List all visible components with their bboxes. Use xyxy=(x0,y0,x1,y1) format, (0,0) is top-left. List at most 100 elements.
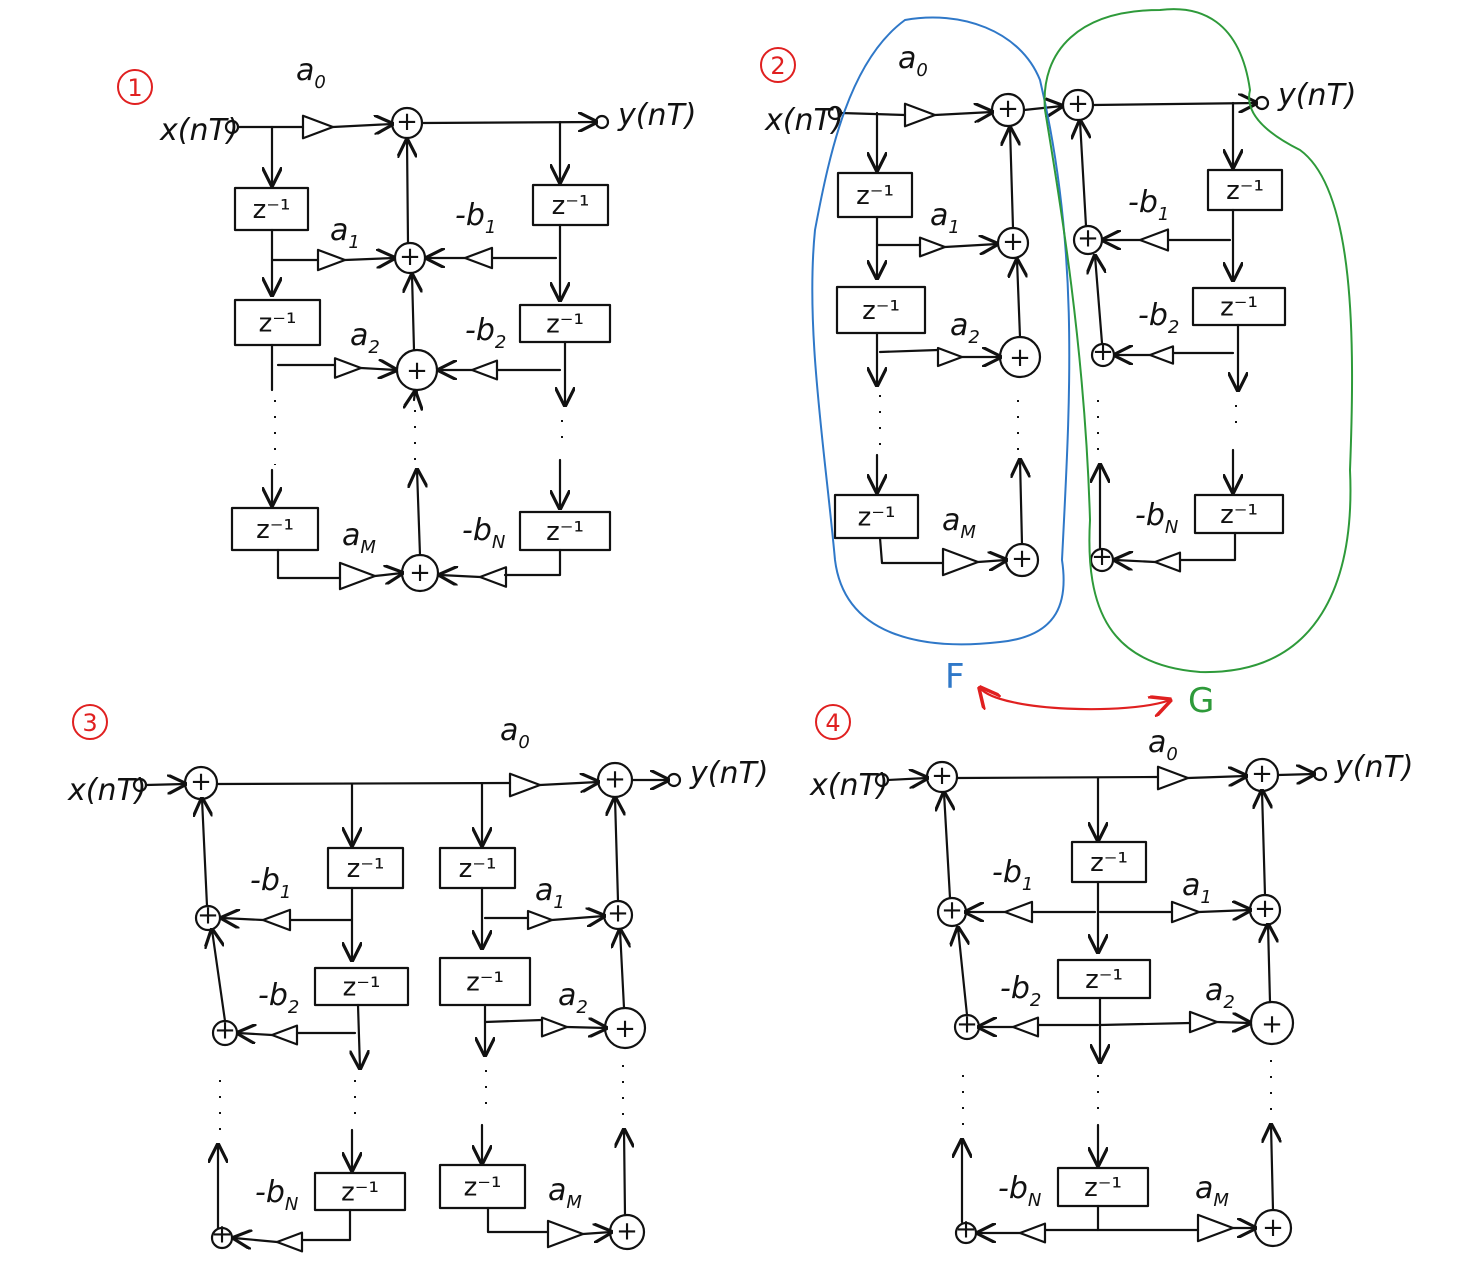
signal-wire xyxy=(620,930,624,1010)
adder-circle xyxy=(1249,1000,1295,1046)
coef-symbol: a xyxy=(296,53,314,88)
signal-wire xyxy=(1017,260,1020,339)
terminal xyxy=(1312,766,1328,782)
adder-node: + xyxy=(602,898,634,931)
delay-label: z⁻¹ xyxy=(1220,500,1258,530)
adder-node: + xyxy=(1244,757,1280,793)
output-label: y(nT) xyxy=(1334,750,1414,785)
delay-box xyxy=(438,1163,527,1210)
coef-b2: -b2 xyxy=(1000,971,1041,1011)
adder-plus: + xyxy=(214,1015,236,1045)
delay-label: z⁻¹ xyxy=(253,195,291,225)
signal-wire xyxy=(944,793,950,900)
adder-node: + xyxy=(998,335,1042,379)
signal-wire xyxy=(483,1018,544,1024)
panel-number-circle xyxy=(760,47,796,83)
coef-subscript: 2 xyxy=(495,332,506,353)
coef-subscript: N xyxy=(492,532,505,553)
terminal xyxy=(666,772,682,788)
signal-wire xyxy=(503,548,562,577)
adder-plus: + xyxy=(1067,89,1089,119)
signal-wire xyxy=(1271,1125,1273,1212)
delay-label: z⁻¹ xyxy=(343,973,381,1003)
delay-block: z⁻¹ xyxy=(1206,168,1284,212)
gain-triangle xyxy=(333,357,363,379)
signal-wire xyxy=(933,112,992,115)
coef-symbol: a xyxy=(330,213,348,248)
delay-label: z⁻¹ xyxy=(1084,1173,1122,1203)
adder-node: + xyxy=(608,1213,646,1251)
coef-bN: -bN xyxy=(1135,498,1178,538)
coef-a2: a2 xyxy=(950,308,980,348)
coef-bN: -bN xyxy=(998,1171,1041,1211)
adder-node: + xyxy=(393,242,427,275)
delay-block: z⁻¹ xyxy=(531,183,610,227)
coef-symbol: a xyxy=(1205,973,1223,1008)
coef-symbol: a xyxy=(548,1173,566,1208)
adder-plus: + xyxy=(1091,542,1113,572)
panel-number: 1 xyxy=(127,74,142,102)
delay-block: z⁻¹ xyxy=(1056,958,1152,1000)
coef-subscript: 2 xyxy=(288,997,299,1018)
panel-number: 3 xyxy=(82,709,97,737)
adder-node: + xyxy=(596,761,634,799)
input-label: x(nT) xyxy=(67,773,147,808)
delay-block: z⁻¹ xyxy=(833,493,920,540)
adder-plus: + xyxy=(399,242,421,272)
signal-wire xyxy=(420,122,596,123)
coef-aM: aM xyxy=(1195,1171,1229,1211)
adder-plus: + xyxy=(406,356,428,386)
coef-symbol: -b xyxy=(1135,498,1165,533)
gain-triangle xyxy=(261,908,292,932)
delay-box xyxy=(438,846,517,890)
signal-wire xyxy=(839,111,907,117)
adder-plus: + xyxy=(941,895,963,925)
signal-wire xyxy=(1022,106,1062,110)
signal-wire xyxy=(343,258,394,260)
delay-label: z⁻¹ xyxy=(546,517,584,547)
adder-plus: + xyxy=(1261,1009,1283,1039)
adder-plus: + xyxy=(1077,223,1099,253)
coef-a0: a0 xyxy=(296,53,326,93)
coef-subscript: 1 xyxy=(1158,204,1169,225)
gain-triangle xyxy=(1018,1222,1047,1244)
coef-symbol: -b xyxy=(998,1171,1028,1206)
coef-symbol: a xyxy=(898,41,916,76)
adder-node: + xyxy=(1072,223,1104,256)
coef-symbol: a xyxy=(558,978,576,1013)
group-F-outline xyxy=(811,16,1071,646)
coef-symbol: -b xyxy=(992,855,1022,890)
adder-node: + xyxy=(1089,542,1115,573)
coef-subscript: 2 xyxy=(968,327,979,348)
coef-symbol: a xyxy=(1148,725,1166,760)
adder-plus: + xyxy=(1262,1213,1284,1243)
input-label: x(nT) xyxy=(809,768,889,803)
adder-plus: + xyxy=(1009,343,1031,373)
adder-node: + xyxy=(990,92,1026,128)
adder-plus: + xyxy=(1254,894,1276,924)
delay-block: z⁻¹ xyxy=(230,506,320,552)
signal-wire xyxy=(144,784,185,785)
signal-wire xyxy=(331,124,392,127)
coef-aM: aM xyxy=(548,1173,582,1213)
delay-block: z⁻¹ xyxy=(326,846,405,890)
adder-node: + xyxy=(1090,337,1116,368)
group-F-label: F xyxy=(945,657,965,697)
delay-label: z⁻¹ xyxy=(546,310,584,340)
coef-a0: a0 xyxy=(898,41,928,81)
coef-b1: -b1 xyxy=(992,855,1033,895)
adder-circle xyxy=(1090,342,1116,368)
coef-symbol: -b xyxy=(1128,185,1158,220)
delay-box xyxy=(313,966,410,1007)
delay-label: z⁻¹ xyxy=(552,191,590,221)
adder-circle xyxy=(210,1226,234,1250)
delay-block: z⁻¹ xyxy=(518,303,612,344)
adder-plus: + xyxy=(931,761,953,791)
adder-plus: + xyxy=(190,767,212,797)
coef-subscript: 1 xyxy=(553,892,564,913)
coef-a2: a2 xyxy=(558,978,588,1018)
coef-a1: a1 xyxy=(330,213,360,253)
signal-wire xyxy=(300,1208,352,1242)
signal-wire xyxy=(276,548,342,580)
